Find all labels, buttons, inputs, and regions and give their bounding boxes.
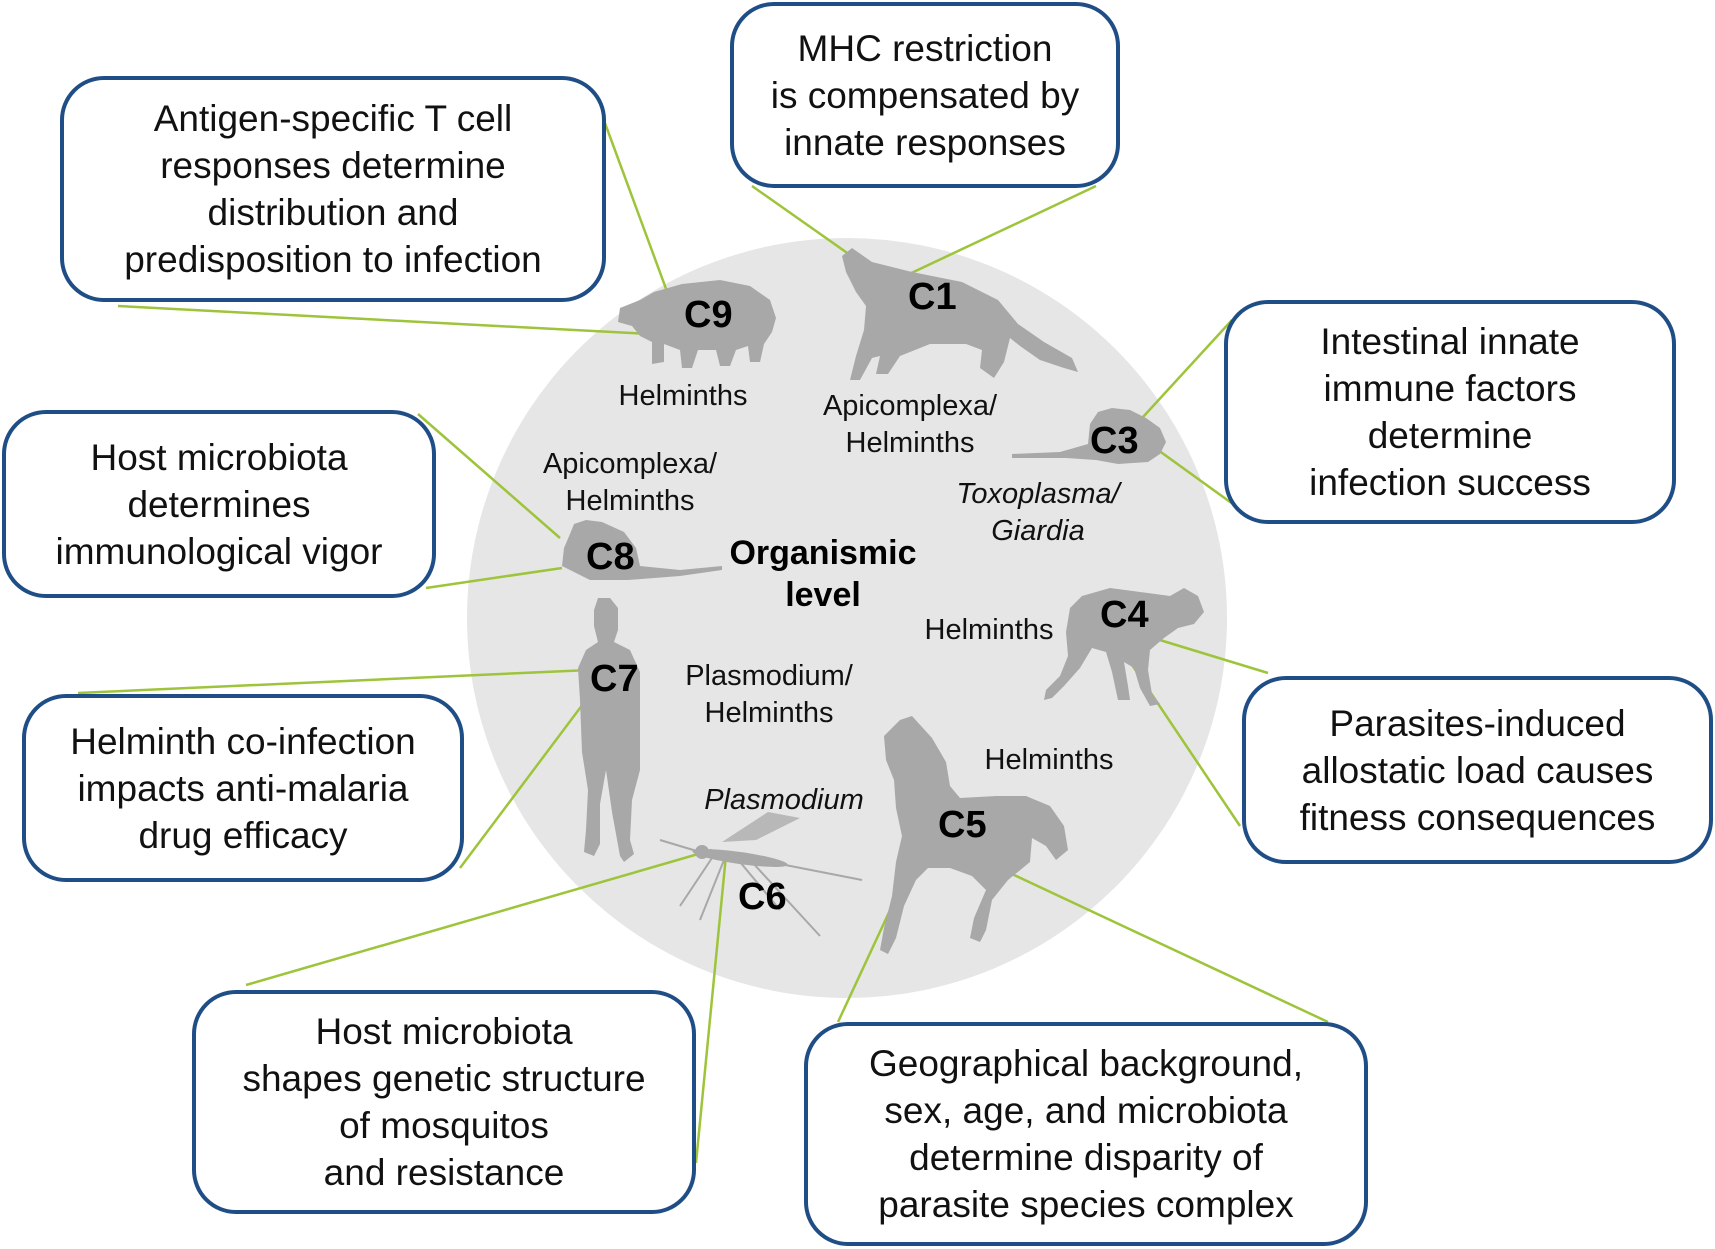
connector-c9-bottom <box>117 304 651 336</box>
host-code-c7: C7 <box>590 658 639 700</box>
parasite-label-c3: Toxoplasma/ Giardia <box>956 478 1120 547</box>
parasite-label-c8: Apicomplexa/ Helminths <box>542 448 718 517</box>
connector-c7-top <box>77 668 591 695</box>
human-icon <box>578 598 640 862</box>
connector-c8-bottom <box>425 566 563 590</box>
connector-c8-top <box>417 413 561 539</box>
host-code-c4: C4 <box>1100 594 1149 636</box>
silhouettes <box>562 248 1204 954</box>
cat-icon <box>842 248 1078 380</box>
callout-c9: Antigen-specific T cell responses determ… <box>60 76 606 302</box>
parasite-label-c1: Apicomplexa/ Helminths <box>822 390 998 459</box>
mouse-icon-c3 <box>1012 408 1166 464</box>
host-code-c3: C3 <box>1090 420 1139 462</box>
callout-c8: Host microbiota determines immunological… <box>2 410 436 598</box>
connector-c1-right <box>904 184 1097 278</box>
host-code-c6: C6 <box>738 876 787 918</box>
hyena-icon <box>1044 588 1204 706</box>
connector-c6-bottom <box>694 854 728 1164</box>
connector-c7-bottom <box>459 699 587 869</box>
callout-c6: Host microbiota shapes genetic structure… <box>192 990 696 1214</box>
callout-c4: Parasites-induced allostatic load causes… <box>1242 676 1713 864</box>
mouse-icon-c8 <box>562 520 722 580</box>
parasite-label-c9: Helminths <box>618 380 748 412</box>
host-code-c9: C9 <box>684 294 733 336</box>
callout-c5: Geographical background, sex, age, and m… <box>804 1022 1368 1246</box>
callout-c1: MHC restriction is compensated by innate… <box>730 2 1120 188</box>
parasite-label-c6: Plasmodium <box>704 784 864 816</box>
host-code-c5: C5 <box>938 804 987 846</box>
parasite-label-c5: Helminths <box>984 744 1114 776</box>
horse-icon <box>880 716 1068 954</box>
callout-c3: Intestinal innate immune factors determi… <box>1224 300 1676 524</box>
host-code-c1: C1 <box>908 276 957 318</box>
mosquito-icon <box>659 812 863 937</box>
connector-c3-top <box>1142 319 1233 418</box>
center-label: Organismic level <box>729 534 917 614</box>
parasite-label-c4: Helminths <box>924 614 1054 646</box>
callout-c7: Helminth co-infection impacts anti-malar… <box>22 694 464 882</box>
pig-icon <box>618 280 776 368</box>
host-code-c8: C8 <box>586 536 635 578</box>
connector-c4-top <box>1149 635 1269 675</box>
connector-c6-left <box>245 848 713 987</box>
connector-c9-top <box>600 114 674 306</box>
parasite-label-c7: Plasmodium/ Helminths <box>685 660 853 729</box>
